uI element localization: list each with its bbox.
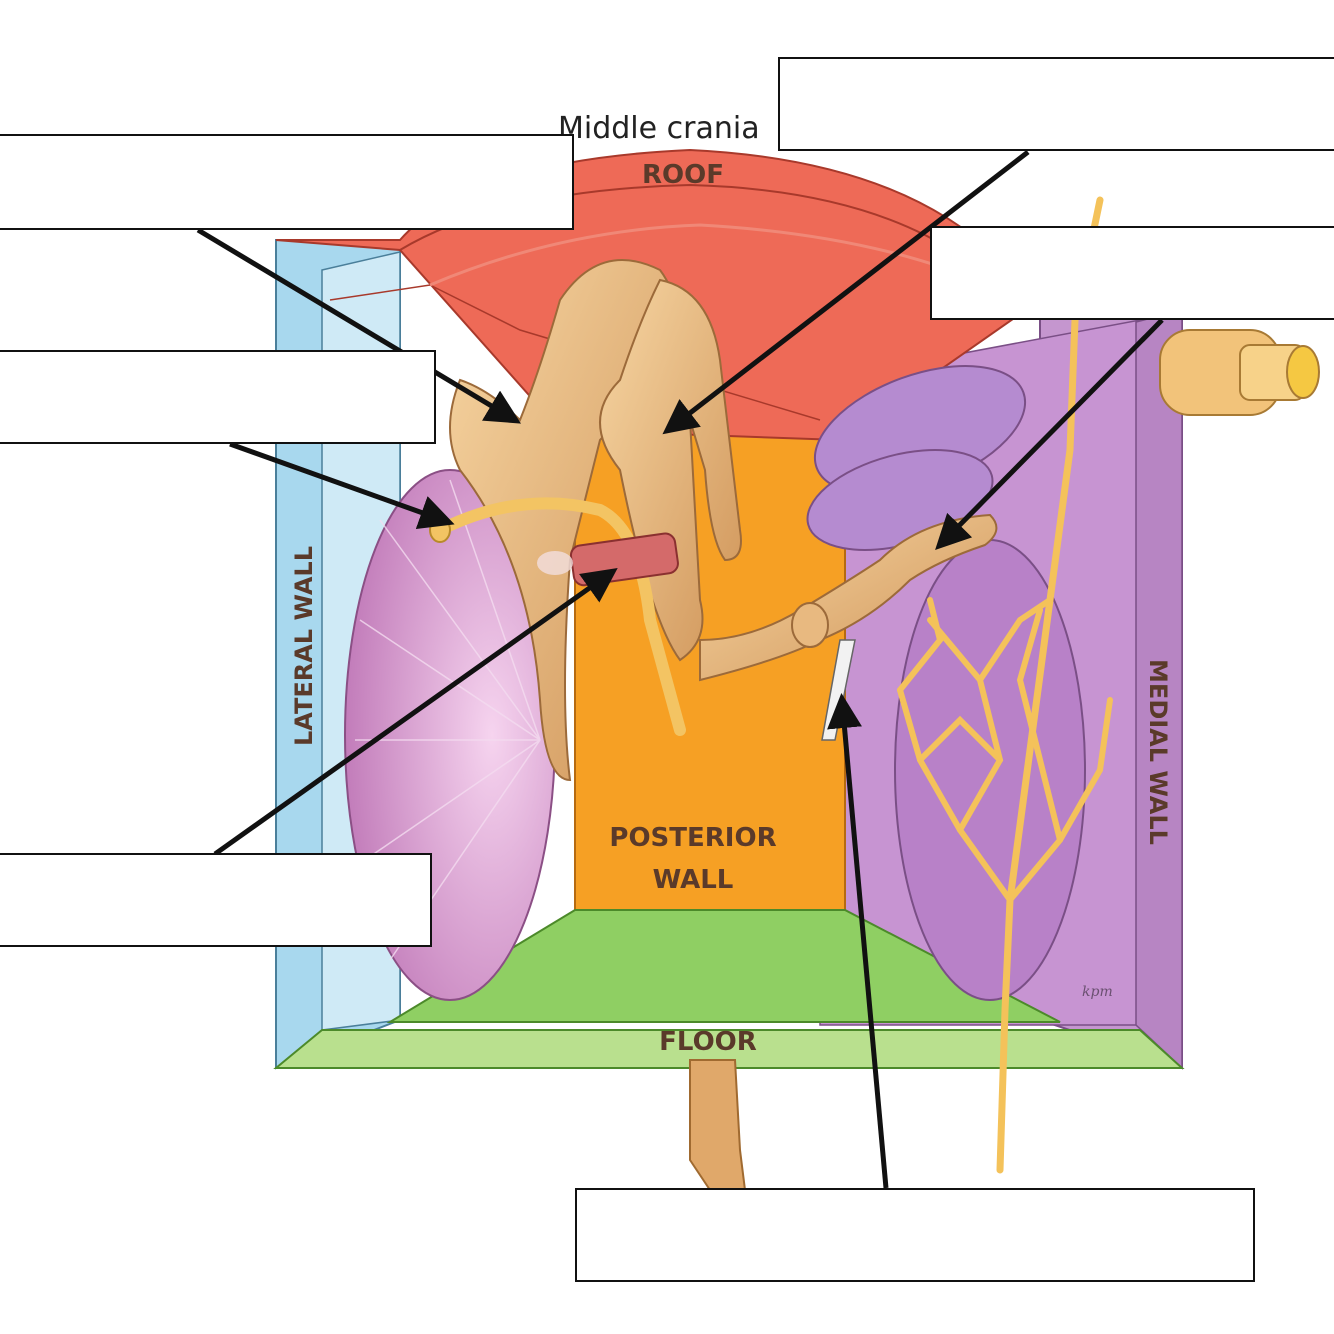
answer-box-1[interactable] bbox=[0, 134, 574, 230]
arrow-to-tensor-tympani bbox=[213, 567, 618, 857]
leader-arrows bbox=[196, 150, 1164, 1189]
incus bbox=[599, 278, 742, 662]
arrow-to-stapes bbox=[935, 318, 1164, 550]
answer-box-3[interactable] bbox=[930, 226, 1334, 320]
arrow-to-incus bbox=[662, 150, 1030, 435]
posterior-wall-label-line2: WALL bbox=[653, 865, 734, 895]
artist-signature: kpm bbox=[1082, 984, 1113, 1000]
diagram-title: Middle crania bbox=[558, 111, 760, 146]
roof-label: ROOF bbox=[642, 160, 724, 190]
floor bbox=[273, 909, 1185, 1069]
posterior-wall-label-line1: POSTERIOR bbox=[609, 823, 776, 853]
medial-wall-label: MEDIAL WALL bbox=[1144, 659, 1172, 845]
lateral-wall-label: LATERAL WALL bbox=[290, 546, 318, 746]
floor-label: FLOOR bbox=[659, 1027, 757, 1057]
chorda-tympani bbox=[434, 497, 686, 736]
auditory-tube-stalk bbox=[689, 1059, 747, 1191]
stapes bbox=[699, 513, 998, 682]
facial-canal bbox=[1159, 329, 1320, 416]
answer-box-2[interactable] bbox=[778, 57, 1334, 151]
arrow-to-round-window bbox=[827, 693, 889, 1189]
arrow-to-chorda-tympani bbox=[229, 441, 455, 530]
tympanic-plexus bbox=[897, 196, 1113, 1174]
answer-box-6[interactable] bbox=[575, 1188, 1255, 1282]
answer-box-5[interactable] bbox=[0, 853, 432, 947]
answer-box-4[interactable] bbox=[0, 350, 436, 444]
arrow-to-malleus-head bbox=[196, 227, 522, 424]
